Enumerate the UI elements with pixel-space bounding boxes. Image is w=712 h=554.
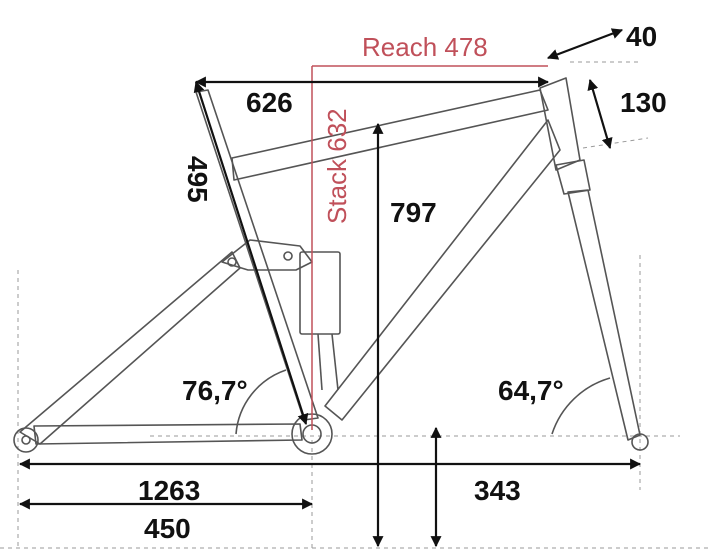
fork-lower	[567, 189, 641, 441]
front-axle	[631, 433, 649, 451]
front-center-label: 343	[474, 475, 521, 506]
wheelbase-label: 1263	[138, 475, 200, 506]
down-tube	[324, 119, 561, 421]
reach-stack-lines	[311, 65, 548, 430]
dimension-arrows	[18, 28, 642, 548]
seat-angle-label: 76,7°	[182, 375, 248, 406]
head-width-label: 40	[626, 21, 657, 52]
height-label: 797	[390, 197, 437, 228]
seat-tube-arrow	[193, 80, 309, 426]
head-length-label: 130	[620, 87, 667, 118]
chainstay	[33, 423, 303, 445]
top-tube-label: 626	[246, 87, 293, 118]
reach-label: Reach 478	[362, 32, 488, 62]
seat-stay	[19, 251, 241, 445]
stack-label: Stack 632	[322, 108, 352, 224]
chainstay-label: 450	[144, 513, 191, 544]
head-tube	[539, 77, 581, 171]
fork-upper	[555, 159, 591, 195]
head-length-arrow	[587, 78, 613, 150]
head-angle-arc	[551, 377, 611, 435]
head-width-arrow	[546, 28, 624, 60]
head-angle-label: 64,7°	[498, 375, 564, 406]
seat-tube-label: 495	[182, 156, 213, 203]
rear-axle	[13, 427, 39, 453]
